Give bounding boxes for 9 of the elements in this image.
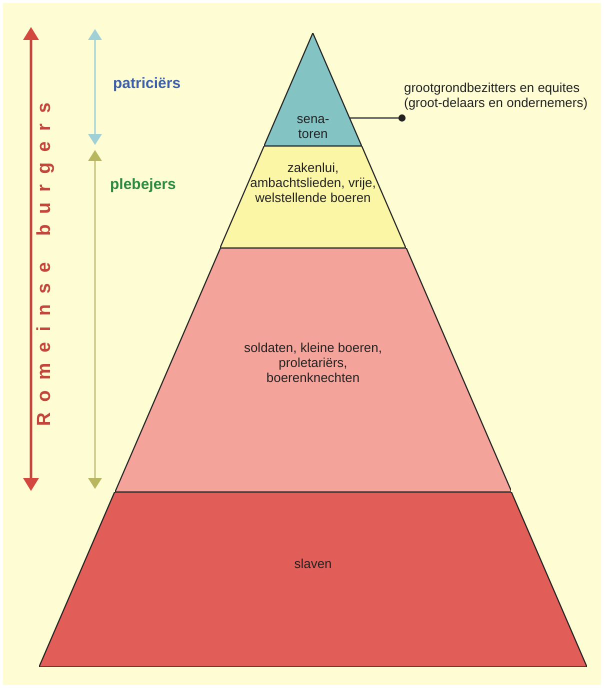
callout-text: grootgrondbezitters en equites (groot-delaars en ondernemers) (404, 80, 589, 110)
group-label: plebejers (110, 175, 176, 195)
tier-label: sena-toren (296, 111, 330, 141)
tier-label: slaven (293, 556, 333, 571)
axis-label: Romeinse burgers (32, 92, 56, 426)
leader-line (350, 114, 406, 122)
tier-label: soldaten, kleine boeren, proletariërs, boerenknechten (242, 340, 383, 385)
tier-label: zakenlui, ambachtslieden, vrije, welstellende boeren (249, 160, 377, 205)
group-label: patriciërs (113, 74, 181, 94)
